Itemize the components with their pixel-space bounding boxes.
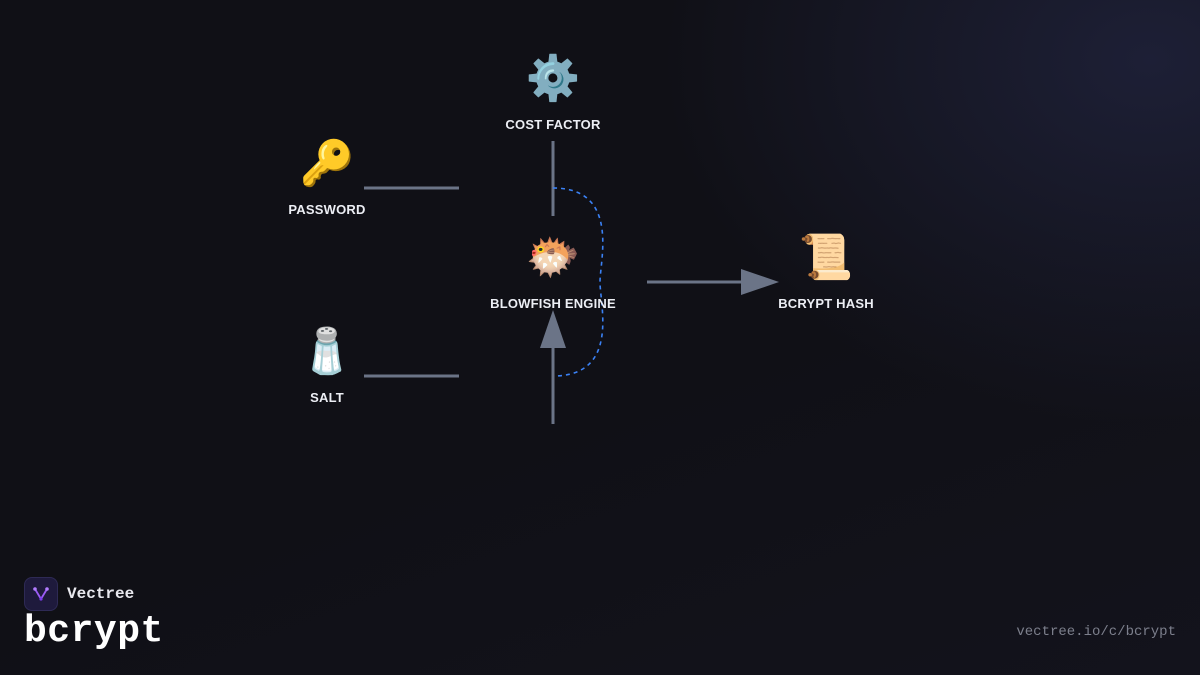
key-icon: 🔑 bbox=[299, 138, 355, 189]
salt-shaker-icon: 🧂 bbox=[299, 326, 355, 377]
blowfish-engine-label: BLOWFISH ENGINE bbox=[490, 296, 616, 311]
bottom-arrowhead bbox=[540, 310, 566, 348]
page-url[interactable]: vectree.io/c/bcrypt bbox=[1016, 624, 1176, 640]
gear-icon: ⚙️ bbox=[525, 53, 581, 104]
cost-factor-label: COST FACTOR bbox=[505, 117, 601, 132]
blowfish-icon: 🐡 bbox=[525, 232, 581, 283]
password-node: 🔑 PASSWORD bbox=[247, 138, 407, 217]
blowfish-engine-node: 🐡 BLOWFISH ENGINE bbox=[473, 232, 633, 311]
vectree-logo-icon bbox=[24, 577, 58, 611]
page-title: bcrypt bbox=[24, 610, 164, 653]
iteration-loop bbox=[552, 187, 604, 377]
bcrypt-hash-node: 📜 BCRYPT HASH bbox=[746, 232, 906, 311]
salt-node: 🧂 SALT bbox=[247, 326, 407, 405]
password-label: PASSWORD bbox=[288, 202, 366, 217]
scroll-icon: 📜 bbox=[798, 232, 854, 283]
brand-name: Vectree bbox=[67, 585, 135, 603]
salt-label: SALT bbox=[310, 390, 344, 405]
output-arrowhead bbox=[741, 269, 779, 295]
bcrypt-hash-label: BCRYPT HASH bbox=[778, 296, 874, 311]
brand: Vectree bbox=[24, 577, 134, 611]
cost-factor-node: ⚙️ COST FACTOR bbox=[473, 53, 633, 132]
